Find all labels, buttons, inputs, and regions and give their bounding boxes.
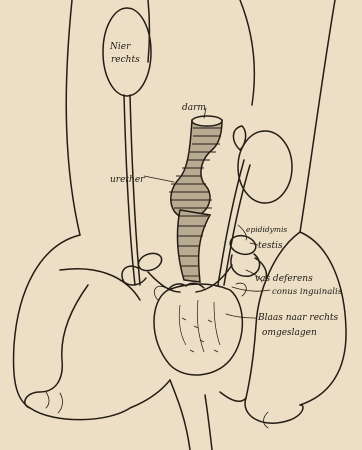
kidney-right	[103, 8, 151, 96]
label-kidney-line1: Nier	[109, 42, 131, 52]
label-conus: conus inguinalis	[272, 287, 343, 297]
kidney-left	[238, 131, 292, 203]
tail	[170, 380, 190, 450]
bladder	[154, 284, 242, 375]
left-leg	[25, 269, 170, 413]
label-epididymis: epididymis	[246, 225, 287, 234]
adrenal	[233, 126, 245, 150]
label-bladder-line2: omgeslagen	[262, 328, 317, 338]
intestine	[169, 116, 222, 282]
label-kidney-line2: rechts	[111, 55, 140, 65]
label-bladder-line1: Blaas naar rechts	[257, 313, 338, 323]
tail-right	[205, 395, 212, 450]
label-ureter: urether	[110, 175, 145, 185]
label-intestine: darm	[182, 103, 206, 113]
label-vas-deferens: vas deferens	[255, 274, 313, 284]
label-testis: testis	[258, 241, 283, 251]
